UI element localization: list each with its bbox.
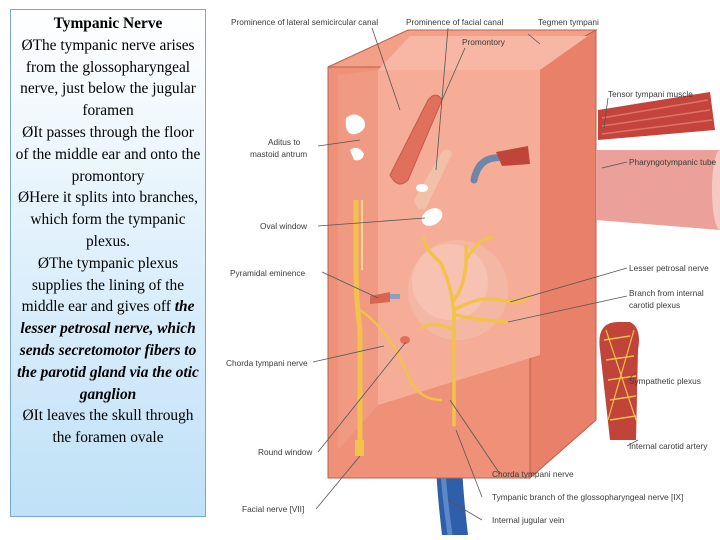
facial-canal-prominence [414, 149, 452, 210]
panel-title: Tympanic Nerve [53, 15, 163, 32]
pharyngotympanic-tube [596, 150, 720, 230]
label-internal-jugular: Internal jugular vein [492, 515, 565, 525]
label-promontory: Promontory [462, 37, 506, 47]
stapedius [370, 292, 390, 304]
bullet-marker: Ø [22, 407, 34, 425]
bullet-4-emphasis: the lesser petrosal nerve, which sends s… [17, 298, 199, 403]
label-tympanic-branch: Tympanic branch of the glossopharyngeal … [492, 492, 683, 502]
label-branch-internal-1: Branch from internal [629, 288, 704, 298]
label-branch-internal-2: carotid plexus [629, 300, 680, 310]
label-chorda-tympani-bottom: Chorda tympani nerve [492, 469, 574, 479]
bullet-marker: Ø [22, 123, 34, 141]
middle-ear-diagram: Prominence of lateral semicircular canal… [226, 17, 720, 536]
round-window [400, 336, 410, 344]
text-panel: Tympanic Nerve ØThe tympanic nerve arise… [10, 9, 206, 517]
tensor-tympani-tendon [470, 152, 514, 184]
bullet-5: ØIt leaves the skull through the foramen… [15, 405, 201, 449]
bullet-1-text: The tympanic nerve arises from the gloss… [20, 36, 196, 120]
bullet-2-text: It passes through the floor of the middl… [15, 123, 201, 185]
label-aditus-2: mastoid antrum [250, 149, 307, 159]
facial-nerve [353, 200, 363, 455]
bullet-marker: Ø [18, 189, 30, 207]
tympanic-plexus [420, 236, 532, 427]
oval-window [421, 208, 443, 226]
label-prominence-facial: Prominence of facial canal [406, 17, 503, 27]
bullet-4: ØThe tympanic plexus supplies the lining… [15, 253, 201, 406]
label-internal-carotid: Internal carotid artery [629, 441, 708, 451]
label-oval-window: Oval window [260, 221, 308, 231]
label-lesser-petrosal: Lesser petrosal nerve [629, 263, 709, 273]
label-tegmen: Tegmen tympani [538, 17, 599, 27]
label-chorda-tympani-left: Chorda tympani nerve [226, 358, 308, 368]
bullet-marker: Ø [21, 36, 33, 54]
bullet-marker: Ø [37, 254, 50, 272]
bullet-5-text: It leaves the skull through the foramen … [33, 407, 194, 447]
chorda-tympani [359, 308, 443, 402]
label-aditus-1: Aditus to [268, 137, 301, 147]
bullet-1: ØThe tympanic nerve arises from the glos… [15, 35, 201, 122]
label-pyramidal: Pyramidal eminence [230, 268, 306, 278]
label-pharyngotympanic: Pharyngotympanic tube [629, 157, 717, 167]
bullet-4-text: The tympanic plexus supplies the lining … [21, 254, 185, 316]
label-prominence-semicircular: Prominence of lateral semicircular canal [231, 17, 378, 27]
inner-medial-wall [378, 70, 540, 405]
bullet-3: ØHere it splits into branches, which for… [15, 187, 201, 252]
label-sympathetic: Sympathetic plexus [629, 376, 701, 386]
label-tensor: Tensor tympani muscle [608, 89, 693, 99]
label-round-window: Round window [258, 447, 313, 457]
bullet-3-text: Here it splits into branches, which form… [29, 189, 198, 250]
label-facial-nerve: Facial nerve [VII] [242, 504, 304, 514]
bullet-2: ØIt passes through the floor of the midd… [15, 122, 201, 187]
